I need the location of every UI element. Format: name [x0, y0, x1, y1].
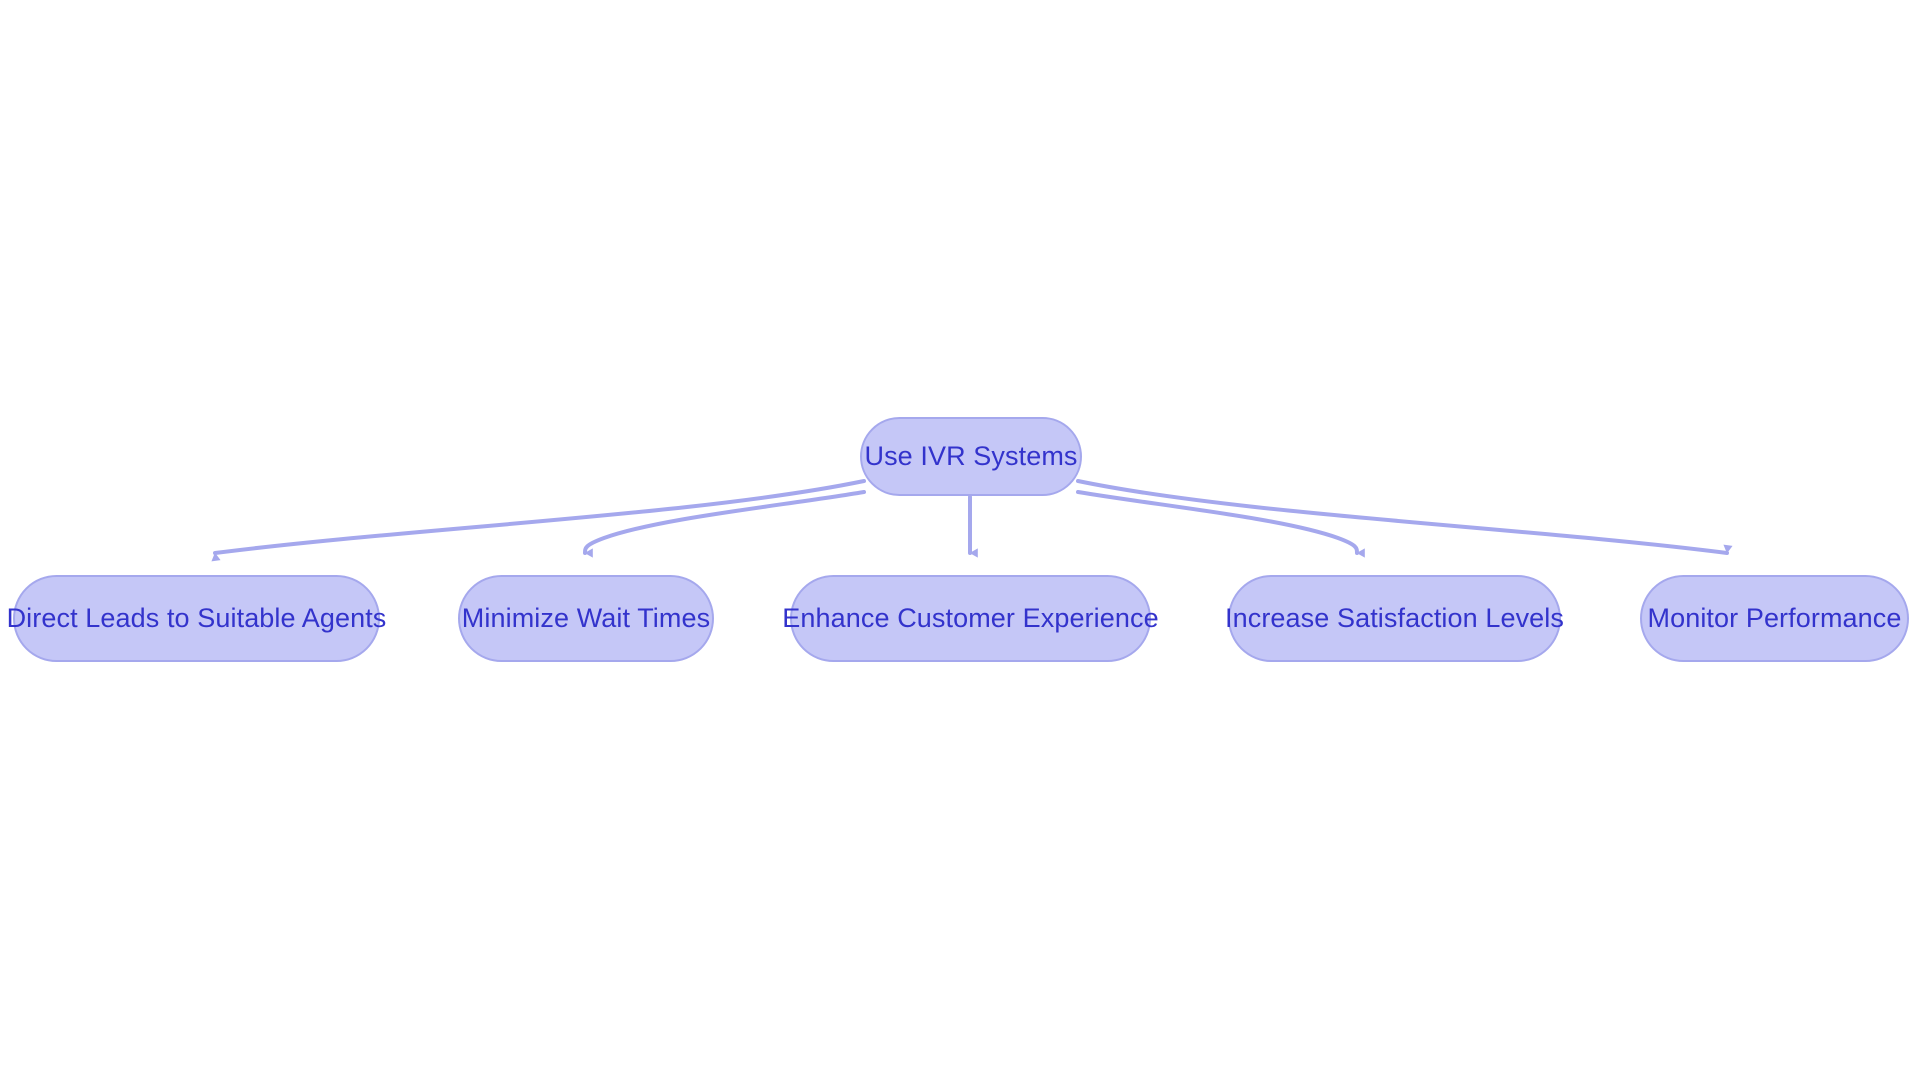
node-label: Monitor Performance [1647, 602, 1902, 633]
node-label: Direct Leads to Suitable Agents [6, 602, 387, 633]
flowchart-node-minimize-wait-times[interactable]: Minimize Wait Times [458, 575, 714, 662]
edge-root-to-leaf-1 [583, 490, 866, 558]
node-label: Minimize Wait Times [461, 602, 711, 633]
flowchart-node-enhance-customer-experience[interactable]: Enhance Customer Experience [782, 575, 1159, 662]
edge-root-to-leaf-0 [211, 479, 866, 562]
node-label: Increase Satisfaction Levels [1225, 602, 1564, 633]
edge-root-to-leaf-4 [1076, 479, 1733, 555]
node-label: Use IVR Systems [864, 440, 1078, 471]
flowchart-node-monitor-performance[interactable]: Monitor Performance [1640, 575, 1909, 662]
edge-root-to-leaf-3 [1076, 490, 1365, 558]
flowchart-node-direct-leads-to-suitable-agents[interactable]: Direct Leads to Suitable Agents [7, 575, 386, 662]
node-label: Enhance Customer Experience [782, 602, 1159, 633]
flowchart-node-root[interactable]: Use IVR Systems [860, 417, 1082, 496]
flowchart-node-increase-satisfaction-levels[interactable]: Increase Satisfaction Levels [1225, 575, 1564, 662]
